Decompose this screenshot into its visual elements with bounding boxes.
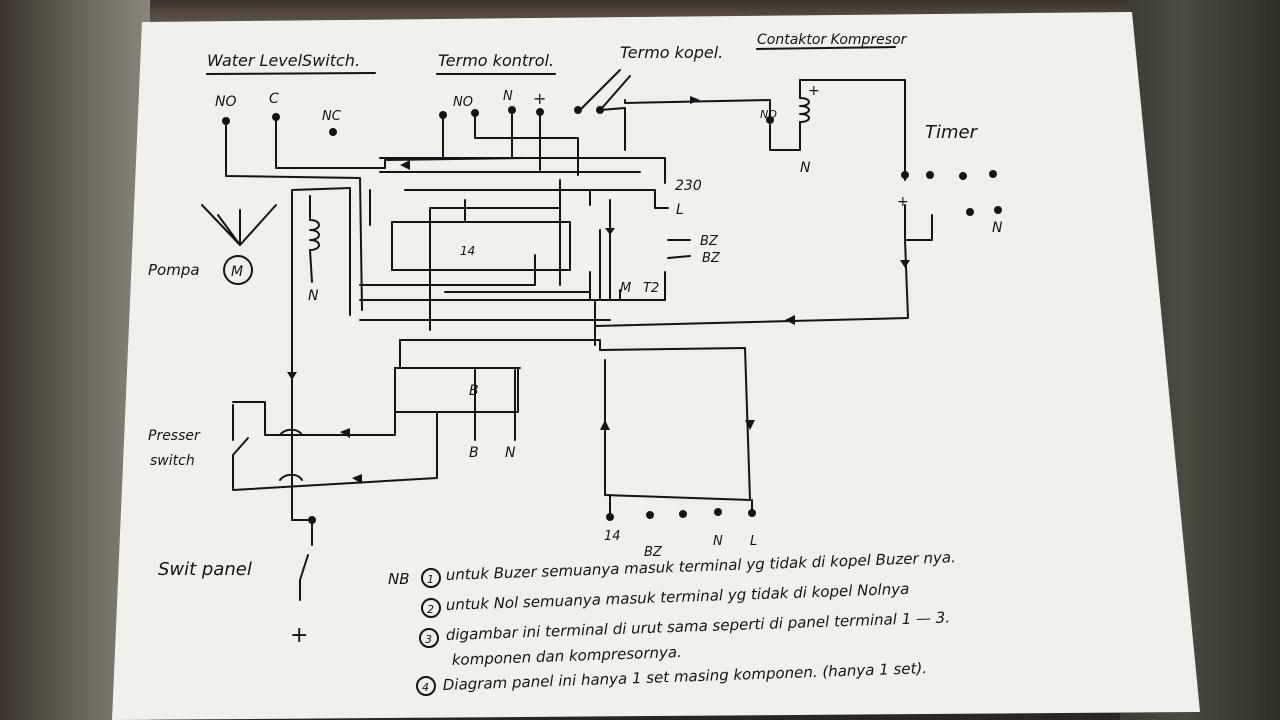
wire-presser-2 (232, 404, 438, 491)
label-timer: Timer (925, 122, 979, 143)
note-4-circle (416, 676, 436, 696)
termo-kopel-leads (581, 69, 631, 109)
wire-grid-5 (444, 179, 591, 293)
timer-terminal-5 (966, 208, 974, 216)
bottom-label-l: L (750, 534, 757, 549)
coil-contactor-icon (799, 97, 810, 123)
bot-terminal-n (714, 508, 722, 516)
lower-label-bn-b: B (469, 445, 479, 461)
c-terminal-no (766, 116, 774, 124)
note-nb: NB (388, 570, 410, 588)
lower-label-b: B (469, 383, 479, 399)
terminal-block-14-sides (391, 221, 571, 271)
timer-label-n: N (992, 220, 1003, 236)
wl-label-nc: NC (322, 109, 342, 124)
note-2-number: 2 (427, 603, 434, 616)
label-termo-kontrol: Termo kontrol. (438, 51, 554, 70)
note-1-number: 1 (427, 573, 434, 586)
wire-tk-6 (599, 107, 626, 151)
note-4-number: 4 (422, 681, 429, 694)
timer-terminal-4 (989, 170, 997, 178)
note-2-circle (421, 598, 441, 618)
term-label-m: M (620, 281, 631, 296)
note-3-number: 3 (425, 633, 432, 646)
timer-terminal-2 (926, 171, 934, 179)
timer-terminal-1 (901, 171, 909, 179)
label-contaktor-kompresor: Contaktor Kompresor (757, 32, 908, 48)
label-presser-1: Presser (148, 428, 201, 444)
presser-switch-icon (232, 437, 249, 456)
wl-label-no: NO (215, 94, 237, 110)
contactor-label-n: N (800, 160, 811, 176)
wire-bz-2 (667, 255, 691, 259)
flow-arrows (287, 96, 910, 484)
term-label-bz1: BZ (700, 234, 719, 249)
label-presser-2: switch (150, 453, 195, 469)
note-1-circle (421, 568, 441, 588)
tk-terminal-5 (574, 106, 582, 114)
tk-label-no: NO (453, 95, 473, 110)
wire-coil-left-body (309, 195, 313, 283)
contactor-label-plus: + (808, 83, 820, 99)
paper-sheet (112, 12, 1200, 720)
wire-wl-no (225, 120, 363, 311)
bottom-label-14: 14 (604, 529, 621, 544)
swit-panel-terminal (308, 516, 316, 524)
wire-wl-c (275, 116, 526, 169)
note-3-circle (419, 628, 439, 648)
timer-terminal-3 (959, 172, 967, 180)
bot-terminal-x (679, 510, 687, 518)
term-label-230: 230 (675, 178, 702, 194)
wire-presser (232, 401, 396, 436)
underline-water-level (206, 72, 376, 75)
coil-left-icon (309, 219, 320, 251)
wl-label-c: C (269, 91, 279, 107)
wire-contactor-loop (799, 79, 906, 181)
pompa-motor-icon (223, 255, 253, 285)
wire-m-t2 (589, 271, 666, 301)
pompa-wires (201, 204, 277, 246)
wire-lower-b (474, 369, 516, 441)
term-label-bz2: BZ (702, 251, 721, 266)
bottom-label-bz: BZ (644, 545, 663, 560)
underline-contaktor (756, 46, 896, 50)
label-water-level-switch: Water LevelSwitch. (207, 51, 360, 70)
label-coil-n: N (308, 288, 319, 304)
tk-label-n: N (503, 89, 513, 104)
tk-label-plus: + (533, 89, 546, 108)
label-termo-kopel: Termo kopel. (620, 43, 723, 62)
label-swit-plus: + (290, 623, 308, 648)
wire-jump-1 (279, 428, 303, 436)
label-pompa: Pompa (148, 261, 200, 279)
label-swit-panel: Swit panel (158, 559, 252, 580)
wire-grid-2 (404, 189, 669, 221)
term-label-14: 14 (460, 244, 475, 258)
lower-label-bn-n: N (505, 445, 516, 461)
wire-mid-bus (399, 299, 751, 501)
wire-bottom (609, 494, 753, 518)
wire-coil-left (291, 187, 351, 521)
bottom-label-n: N (713, 534, 723, 549)
term-label-l: L (676, 202, 684, 218)
timer-label-plus: + (897, 194, 909, 210)
wire-jump-2 (279, 473, 303, 481)
contactor-label-no: NO (760, 108, 777, 121)
bot-terminal-bz (646, 511, 654, 519)
pompa-motor-label: M (231, 264, 243, 280)
wl-terminal-nc (329, 128, 337, 136)
timer-terminal-6 (994, 206, 1002, 214)
wire-tk-2 (474, 112, 579, 176)
term-label-t2: T2 (643, 281, 659, 296)
wire-top-contactor (624, 99, 771, 121)
wire-grid-1 (379, 157, 666, 184)
wire-contactor-coil (769, 79, 801, 151)
